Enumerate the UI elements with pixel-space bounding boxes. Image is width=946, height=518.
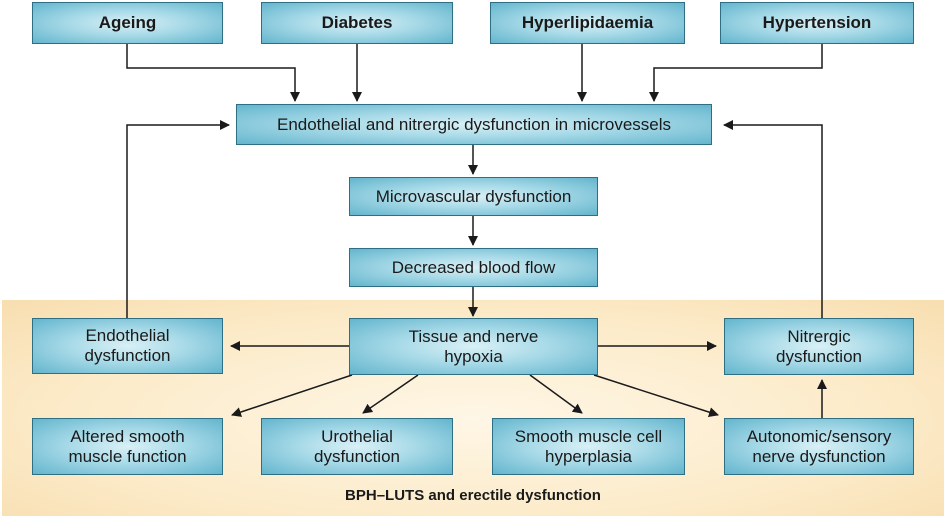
- box-diabetes: Diabetes: [261, 2, 453, 44]
- arrow-hypertension: [649, 44, 823, 102]
- arrow-endothelial-feedback: [126, 120, 230, 318]
- arrow-hypoxia-to-smooth-muscle: [231, 374, 353, 417]
- box-microvascular: Microvascular dysfunction: [349, 177, 598, 216]
- arrow-hypoxia-to-urothelial: [362, 374, 419, 414]
- box-blood-flow: Decreased blood flow: [349, 248, 598, 287]
- arrow-hypoxia-to-hyperplasia: [529, 374, 583, 414]
- box-smooth-muscle: Altered smooth muscle function: [32, 418, 223, 475]
- box-ageing: Ageing: [32, 2, 223, 44]
- box-hypertension: Hypertension: [720, 2, 914, 44]
- box-urothelial: Urothelial dysfunction: [261, 418, 453, 475]
- box-autonomic: Autonomic/sensory nerve dysfunction: [724, 418, 914, 475]
- box-hypoxia: Tissue and nerve hypoxia: [349, 318, 598, 375]
- box-hyperplasia: Smooth muscle cell hyperplasia: [492, 418, 685, 475]
- box-endothelial-nitrergic: Endothelial and nitrergic dysfunction in…: [236, 104, 712, 145]
- arrow-nitrergic-feedback: [723, 120, 823, 318]
- zone-label: BPH–LUTS and erectile dysfunction: [345, 487, 601, 504]
- arrow-hypoxia-to-autonomic: [593, 374, 719, 417]
- box-hyperlipidaemia: Hyperlipidaemia: [490, 2, 685, 44]
- box-nitrergic-dysfunction: Nitrergic dysfunction: [724, 318, 914, 375]
- box-endothelial-dysfunction: Endothelial dysfunction: [32, 318, 223, 374]
- arrow-ageing: [126, 44, 300, 102]
